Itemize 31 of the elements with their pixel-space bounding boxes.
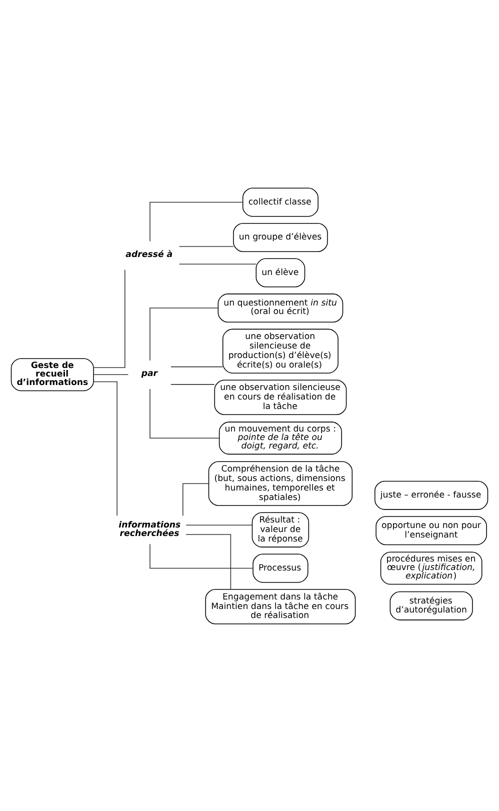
node-text: informations recherchées — [118, 520, 181, 538]
node-box: juste – erronée - fausse — [374, 480, 488, 510]
node-text: adressé à — [126, 249, 173, 260]
node-box: un groupe d’élèves — [233, 222, 328, 252]
connector — [182, 482, 209, 516]
node-box: une observation silencieuse de production(s) d’élève(s) écrite(s) ou orale(s) — [222, 328, 338, 373]
node-text: par — [141, 368, 158, 379]
connector — [170, 366, 224, 367]
node-box: Résultat : valeur de la réponse — [252, 512, 310, 547]
connector — [186, 524, 252, 526]
connector — [93, 268, 126, 368]
connector — [93, 374, 129, 375]
node-box: un questionnement in situ (oral ou écrit) — [218, 293, 344, 322]
connector — [178, 263, 257, 264]
connector — [150, 201, 244, 242]
node-box: Compréhension de la tâche (but, sous actions, dimensions humaines, temporelles et spatiales) — [208, 460, 353, 506]
node-box: stratégies d’autorégulation — [390, 590, 473, 620]
node-box: un élève — [256, 258, 306, 287]
node-box: un mouvement du corps : pointe de la tête ou doigt, regard, etc. — [218, 421, 342, 454]
connector — [150, 307, 218, 360]
connector — [93, 380, 118, 516]
connector — [150, 543, 254, 568]
node-box: collectif classe — [242, 187, 318, 216]
node-box: Geste de recueil d’informations — [10, 358, 94, 391]
connector — [186, 534, 232, 590]
node-box: Engagement dans la tâche Maintien dans la tâche en cours de réalisation — [205, 588, 356, 624]
connector — [150, 388, 220, 438]
node-box: procédures mises en œuvre (justification, explication) — [380, 551, 482, 584]
node-box: une observation silencieuse en cours de réalisation de la tâche — [214, 379, 347, 415]
node-box: opportune ou non pour l’enseignant — [376, 516, 487, 545]
node-box: Processus — [252, 553, 308, 582]
